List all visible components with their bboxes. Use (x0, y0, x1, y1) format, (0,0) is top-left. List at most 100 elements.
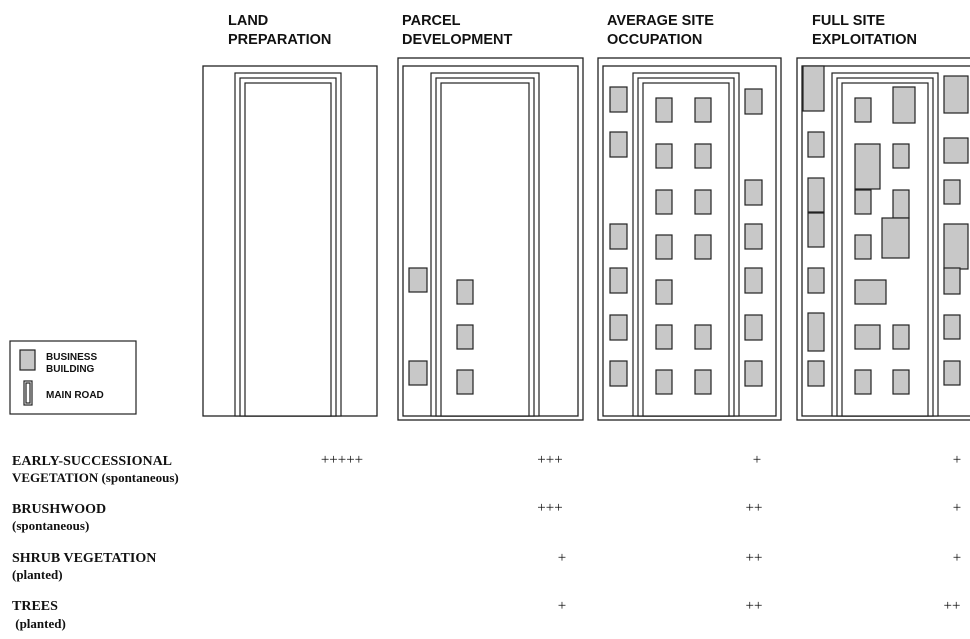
row-3-mark-stage-3: ++ (746, 550, 763, 566)
business-building (744, 88, 763, 115)
row-3-mark-stage-4: + (953, 550, 961, 566)
business-building (854, 143, 881, 190)
row-4-name: TREES (12, 599, 58, 614)
business-building (744, 267, 763, 294)
legend-road-swatch-inner (25, 382, 31, 404)
stage-2-title-line1: PARCEL (402, 13, 461, 29)
row-1-mark-stage-3: + (753, 452, 761, 468)
business-building (609, 86, 628, 113)
row-2-mark-stage-2: +++ (537, 500, 562, 516)
business-building (943, 179, 961, 205)
legend-road-label: MAIN ROAD (46, 390, 104, 401)
business-building (655, 324, 673, 350)
business-building (943, 75, 969, 114)
business-building (609, 223, 628, 250)
row-3-sub: (planted) (12, 567, 63, 582)
row-1-sub: VEGETATION (spontaneous) (12, 470, 179, 485)
stage-3-title-line2: OCCUPATION (607, 32, 702, 48)
row-2-mark-stage-4: + (953, 500, 961, 516)
business-building (854, 189, 872, 215)
legend: BUSINESS BUILDING MAIN ROAD (9, 340, 137, 415)
stage-4-title-line2: EXPLOITATION (812, 32, 917, 48)
stage-3-title-line1: AVERAGE SITE (607, 13, 714, 29)
business-building (892, 143, 910, 169)
parcel-area (440, 82, 530, 417)
business-building (744, 360, 763, 387)
business-building (609, 267, 628, 294)
legend-building-label-line2: BUILDING (46, 364, 95, 375)
business-building (807, 177, 825, 213)
row-2-mark-stage-3: ++ (746, 500, 763, 516)
business-building (744, 314, 763, 341)
business-building (807, 267, 825, 294)
stage-3-panel (597, 57, 782, 421)
business-building (854, 97, 872, 123)
row-1-name: EARLY-SUCCESSIONAL (12, 454, 172, 469)
business-building (655, 369, 673, 395)
row-3-mark-stage-2: + (558, 550, 566, 566)
stage-4-title-line1: FULL SITE (812, 13, 885, 29)
business-building (655, 97, 673, 123)
business-building (456, 324, 474, 350)
business-building (655, 143, 673, 169)
row-4-sub: (planted) (12, 616, 66, 631)
row-4-mark-stage-3: ++ (746, 598, 763, 614)
business-building (408, 267, 428, 293)
stage-1-title-line1: LAND (228, 13, 268, 29)
business-building (892, 86, 916, 124)
stage-2-buildings (408, 267, 474, 395)
business-building (744, 179, 763, 206)
row-1-mark-stage-1: +++++ (321, 452, 363, 468)
stage-1-title-line2: PREPARATION (228, 32, 331, 48)
business-building (655, 279, 673, 305)
business-building (694, 143, 712, 169)
business-building (854, 324, 881, 350)
business-building (802, 65, 825, 112)
row-1-mark-stage-2: +++ (537, 452, 562, 468)
business-building (943, 137, 969, 164)
business-building (609, 360, 628, 387)
business-building (694, 189, 712, 215)
business-building (807, 131, 825, 158)
stage-2-panel (397, 57, 584, 421)
business-building (881, 217, 910, 259)
stage-4-panel (796, 57, 970, 421)
business-building (854, 234, 872, 260)
business-building (892, 189, 910, 219)
stage-4-buildings (802, 65, 969, 395)
business-building (456, 369, 474, 395)
business-building (892, 369, 910, 395)
legend-building-label-line1: BUSINESS (46, 352, 97, 363)
business-building (408, 360, 428, 386)
business-building (943, 223, 969, 270)
row-4-mark-stage-4: ++ (944, 598, 961, 614)
parcel-area (244, 82, 332, 417)
row-3-name: SHRUB VEGETATION (12, 551, 156, 566)
business-building (694, 234, 712, 260)
business-building (892, 324, 910, 350)
vegetation-table: EARLY-SUCCESSIONAL VEGETATION (spontaneo… (12, 452, 961, 631)
stage-2-title-line2: DEVELOPMENT (402, 32, 513, 48)
business-building (854, 369, 872, 395)
row-2-sub: (spontaneous) (12, 518, 89, 533)
row-2-name: BRUSHWOOD (12, 502, 106, 517)
row-4-mark-stage-2: + (558, 598, 566, 614)
business-building (807, 360, 825, 387)
business-building (456, 279, 474, 305)
row-1-mark-stage-4: + (953, 452, 961, 468)
business-building (655, 234, 673, 260)
business-building (694, 369, 712, 395)
business-building (807, 212, 825, 248)
business-building (694, 324, 712, 350)
stage-3-buildings (609, 86, 763, 395)
business-building (943, 267, 961, 295)
business-building (807, 312, 825, 352)
stage-1-panel (202, 65, 378, 417)
business-building (854, 279, 887, 305)
business-building (943, 360, 961, 386)
business-building (694, 97, 712, 123)
business-building (609, 314, 628, 341)
business-building (943, 314, 961, 340)
business-building (609, 131, 628, 158)
